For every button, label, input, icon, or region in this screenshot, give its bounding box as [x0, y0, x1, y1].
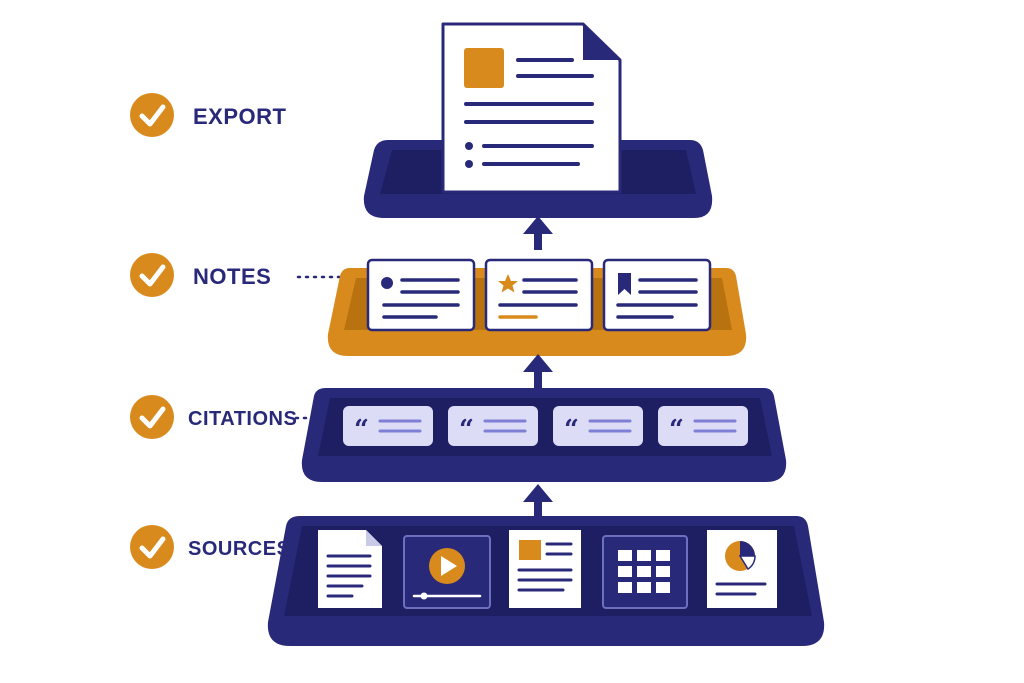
source-item [602, 535, 688, 609]
step-export: EXPORT [130, 93, 287, 137]
arrow-sources-to-citations [523, 484, 553, 518]
check-circle-icon [130, 253, 174, 297]
check-circle-icon [130, 395, 174, 439]
bullet-dot-icon [465, 142, 473, 150]
step-label-sources: SOURCES [188, 538, 290, 560]
note-card [602, 258, 712, 332]
citation-card: “ [448, 406, 538, 446]
bullet-dot-icon [465, 160, 473, 168]
citation-card: “ [553, 406, 643, 446]
arrow-up-icon [523, 216, 553, 234]
quote-icon: “ [459, 415, 474, 445]
checkmark-icon [139, 264, 166, 287]
note-card [366, 258, 476, 332]
step-label-export: EXPORT [193, 104, 287, 129]
arrow-up-icon [523, 354, 553, 372]
step-label-notes: NOTES [193, 264, 271, 289]
checkmark-icon [139, 406, 166, 429]
quote-icon: “ [564, 415, 579, 445]
source-item [318, 530, 382, 608]
step-notes: NOTES [130, 253, 344, 297]
video-progress-knob [420, 592, 428, 600]
arrow-citations-to-notes [523, 354, 553, 388]
check-circle-icon [130, 525, 174, 569]
star-icon [498, 274, 518, 293]
citation-card: “ [658, 406, 748, 446]
note-card [484, 258, 594, 332]
step-label-citations: CITATIONS [188, 408, 297, 430]
step-citations: CITATIONS [130, 395, 310, 439]
quote-icon: “ [669, 415, 684, 445]
step-sources: SOURCES [130, 525, 290, 569]
checkmark-icon [139, 104, 166, 127]
quote-icon: “ [354, 415, 369, 445]
source-item [403, 535, 491, 609]
checkmark-icon [139, 536, 166, 559]
spreadsheet-grid-icon [618, 550, 670, 593]
document-image-block [464, 48, 504, 88]
check-circle-icon [130, 93, 174, 137]
export-document [441, 22, 622, 194]
citation-card: “ [343, 406, 433, 446]
document-text-lines [464, 58, 594, 166]
arrow-up-icon [523, 484, 553, 502]
source-item [509, 530, 581, 608]
bookmark-icon [618, 273, 631, 295]
document-fold [583, 24, 620, 60]
text-document-icon [318, 530, 382, 608]
bullet-dot-icon [381, 277, 393, 289]
arrow-notes-to-export [523, 216, 553, 250]
source-item [707, 530, 777, 608]
